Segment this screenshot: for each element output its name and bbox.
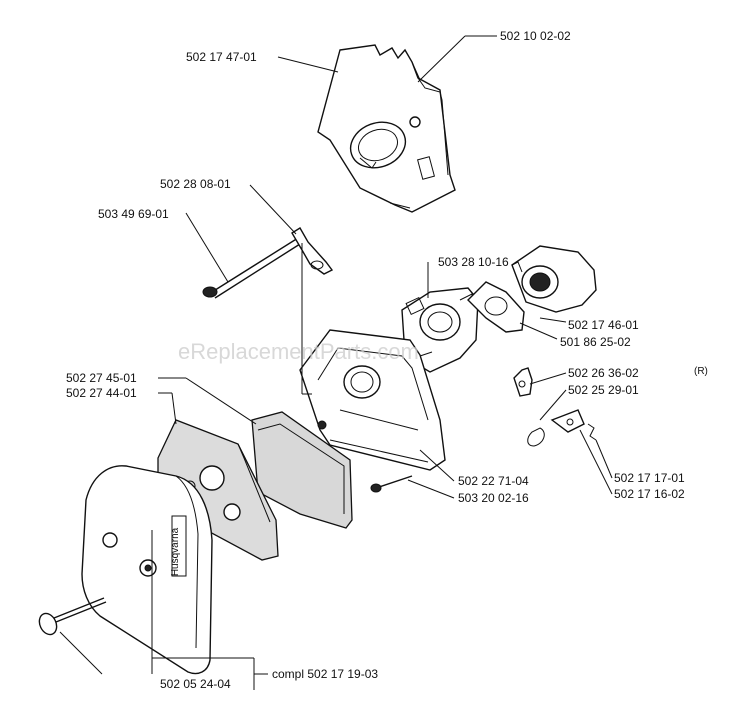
part-number-choke-lever-suffix: (R) (694, 366, 708, 377)
intake-manifold (511, 245, 597, 313)
part-number-intake-manifold: 502 17 46-01 (568, 318, 639, 332)
part-number-carburetor: 503 28 10-16 (438, 255, 509, 269)
cover-brand-text: Husqvarna (170, 527, 181, 576)
part-number-foam-gasket: 502 27 44-01 (66, 386, 137, 400)
choke-lever (513, 367, 533, 397)
part-number-lever: 502 17 16-02 (614, 487, 685, 501)
cover-knob-screw (38, 597, 107, 636)
mount-bolt (202, 237, 301, 299)
carburetor (401, 287, 479, 373)
mount-bracket (291, 227, 334, 275)
part-number-screw: 503 20 02-16 (458, 491, 529, 505)
part-number-cylinder-gasket: 502 10 02-02 (500, 29, 571, 43)
heat-shield-plate (317, 44, 456, 213)
carburetor-gasket (467, 281, 525, 333)
foam-filter-element (251, 411, 353, 529)
air-filter-cover: Husqvarna (81, 465, 213, 675)
housing-screw (370, 475, 413, 493)
part-number-complete-kit: compl 502 17 19-03 (272, 667, 378, 681)
part-number-spring: 502 17 17-01 (614, 471, 685, 485)
watermark-text: eReplacementParts.com (178, 339, 419, 364)
leader-lines (59, 35, 613, 690)
part-number-choke-shaft: 502 25 29-01 (568, 383, 639, 397)
part-number-bracket: 502 28 08-01 (160, 177, 231, 191)
part-number-filter-cover: 502 05 24-04 (160, 677, 231, 691)
choke-shaft-parts (527, 409, 597, 447)
part-number-filter-housing: 502 22 71-04 (458, 474, 529, 488)
part-number-foam-filter: 502 27 45-01 (66, 371, 137, 385)
part-number-bolt: 503 49 69-01 (98, 207, 169, 221)
part-number-choke-lever: 502 26 36-02 (568, 366, 639, 380)
part-number-heat-shield: 502 17 47-01 (186, 50, 257, 64)
filter-foam-gasket (157, 419, 279, 561)
part-number-carb-gasket: 501 86 25-02 (560, 335, 631, 349)
air-filter-housing (299, 329, 446, 471)
